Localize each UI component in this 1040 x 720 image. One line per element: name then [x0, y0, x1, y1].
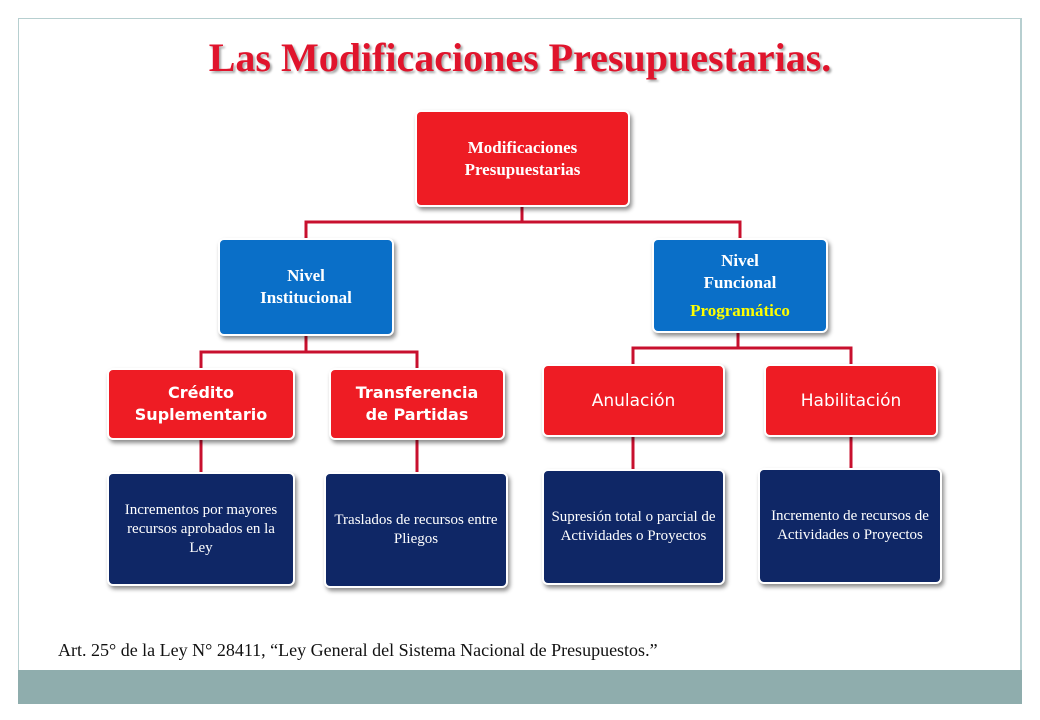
- anulacion-description-node: Supresión total o parcial de Actividades…: [542, 469, 725, 585]
- credito-description-node: Incrementos por mayores recursos aprobad…: [107, 472, 295, 586]
- slide-bottom-band: [18, 670, 1022, 704]
- root-node: Modificaciones Presupuestarias: [415, 110, 630, 207]
- credito-label-1: Crédito: [167, 383, 235, 402]
- root-label-2: Presupuestarias: [464, 159, 581, 179]
- institucional-label-1: Nivel: [287, 266, 325, 285]
- transferencia-label-2: de Partidas: [365, 405, 469, 424]
- credito-suplementario-node: Crédito Suplementario: [107, 368, 295, 440]
- slide-right-border: [1020, 18, 1022, 704]
- connector-funcional: [631, 333, 853, 366]
- transferencia-label-1: Transferencia: [355, 383, 479, 402]
- institucional-label-2: Institucional: [260, 288, 352, 307]
- anulacion-node: Anulación: [542, 364, 725, 437]
- transferencia-description: Traslados de recursos entre Pliegos: [334, 512, 498, 547]
- connector-root: [304, 207, 742, 240]
- anulacion-label: Anulación: [591, 390, 676, 411]
- law-footnote: Art. 25° de la Ley N° 28411, “Ley Genera…: [58, 640, 658, 660]
- connector-institucional: [199, 336, 419, 370]
- slide-title: Las Modificaciones Presupuestarias.: [208, 35, 832, 80]
- nivel-funcional-node: Nivel Funcional Programático: [652, 238, 828, 333]
- funcional-label-3: Programático: [690, 300, 790, 320]
- root-label-1: Modificaciones: [467, 137, 578, 157]
- credito-description: Incrementos por mayores recursos aprobad…: [124, 501, 278, 556]
- habilitacion-description-node: Incremento de recursos de Actividades o …: [758, 468, 942, 584]
- nivel-institucional-node: Nivel Institucional: [218, 238, 394, 336]
- transferencia-description-node: Traslados de recursos entre Pliegos: [324, 472, 508, 588]
- habilitacion-label: Habilitación: [800, 390, 902, 411]
- funcional-label-2: Funcional: [703, 272, 777, 292]
- habilitacion-node: Habilitación: [764, 364, 938, 437]
- anulacion-description: Supresión total o parcial de Actividades…: [551, 509, 716, 544]
- credito-label-2: Suplementario: [134, 405, 268, 424]
- transferencia-partidas-node: Transferencia de Partidas: [329, 368, 505, 440]
- funcional-label-1: Nivel: [721, 250, 759, 270]
- habilitacion-description: Incremento de recursos de Actividades o …: [771, 508, 929, 543]
